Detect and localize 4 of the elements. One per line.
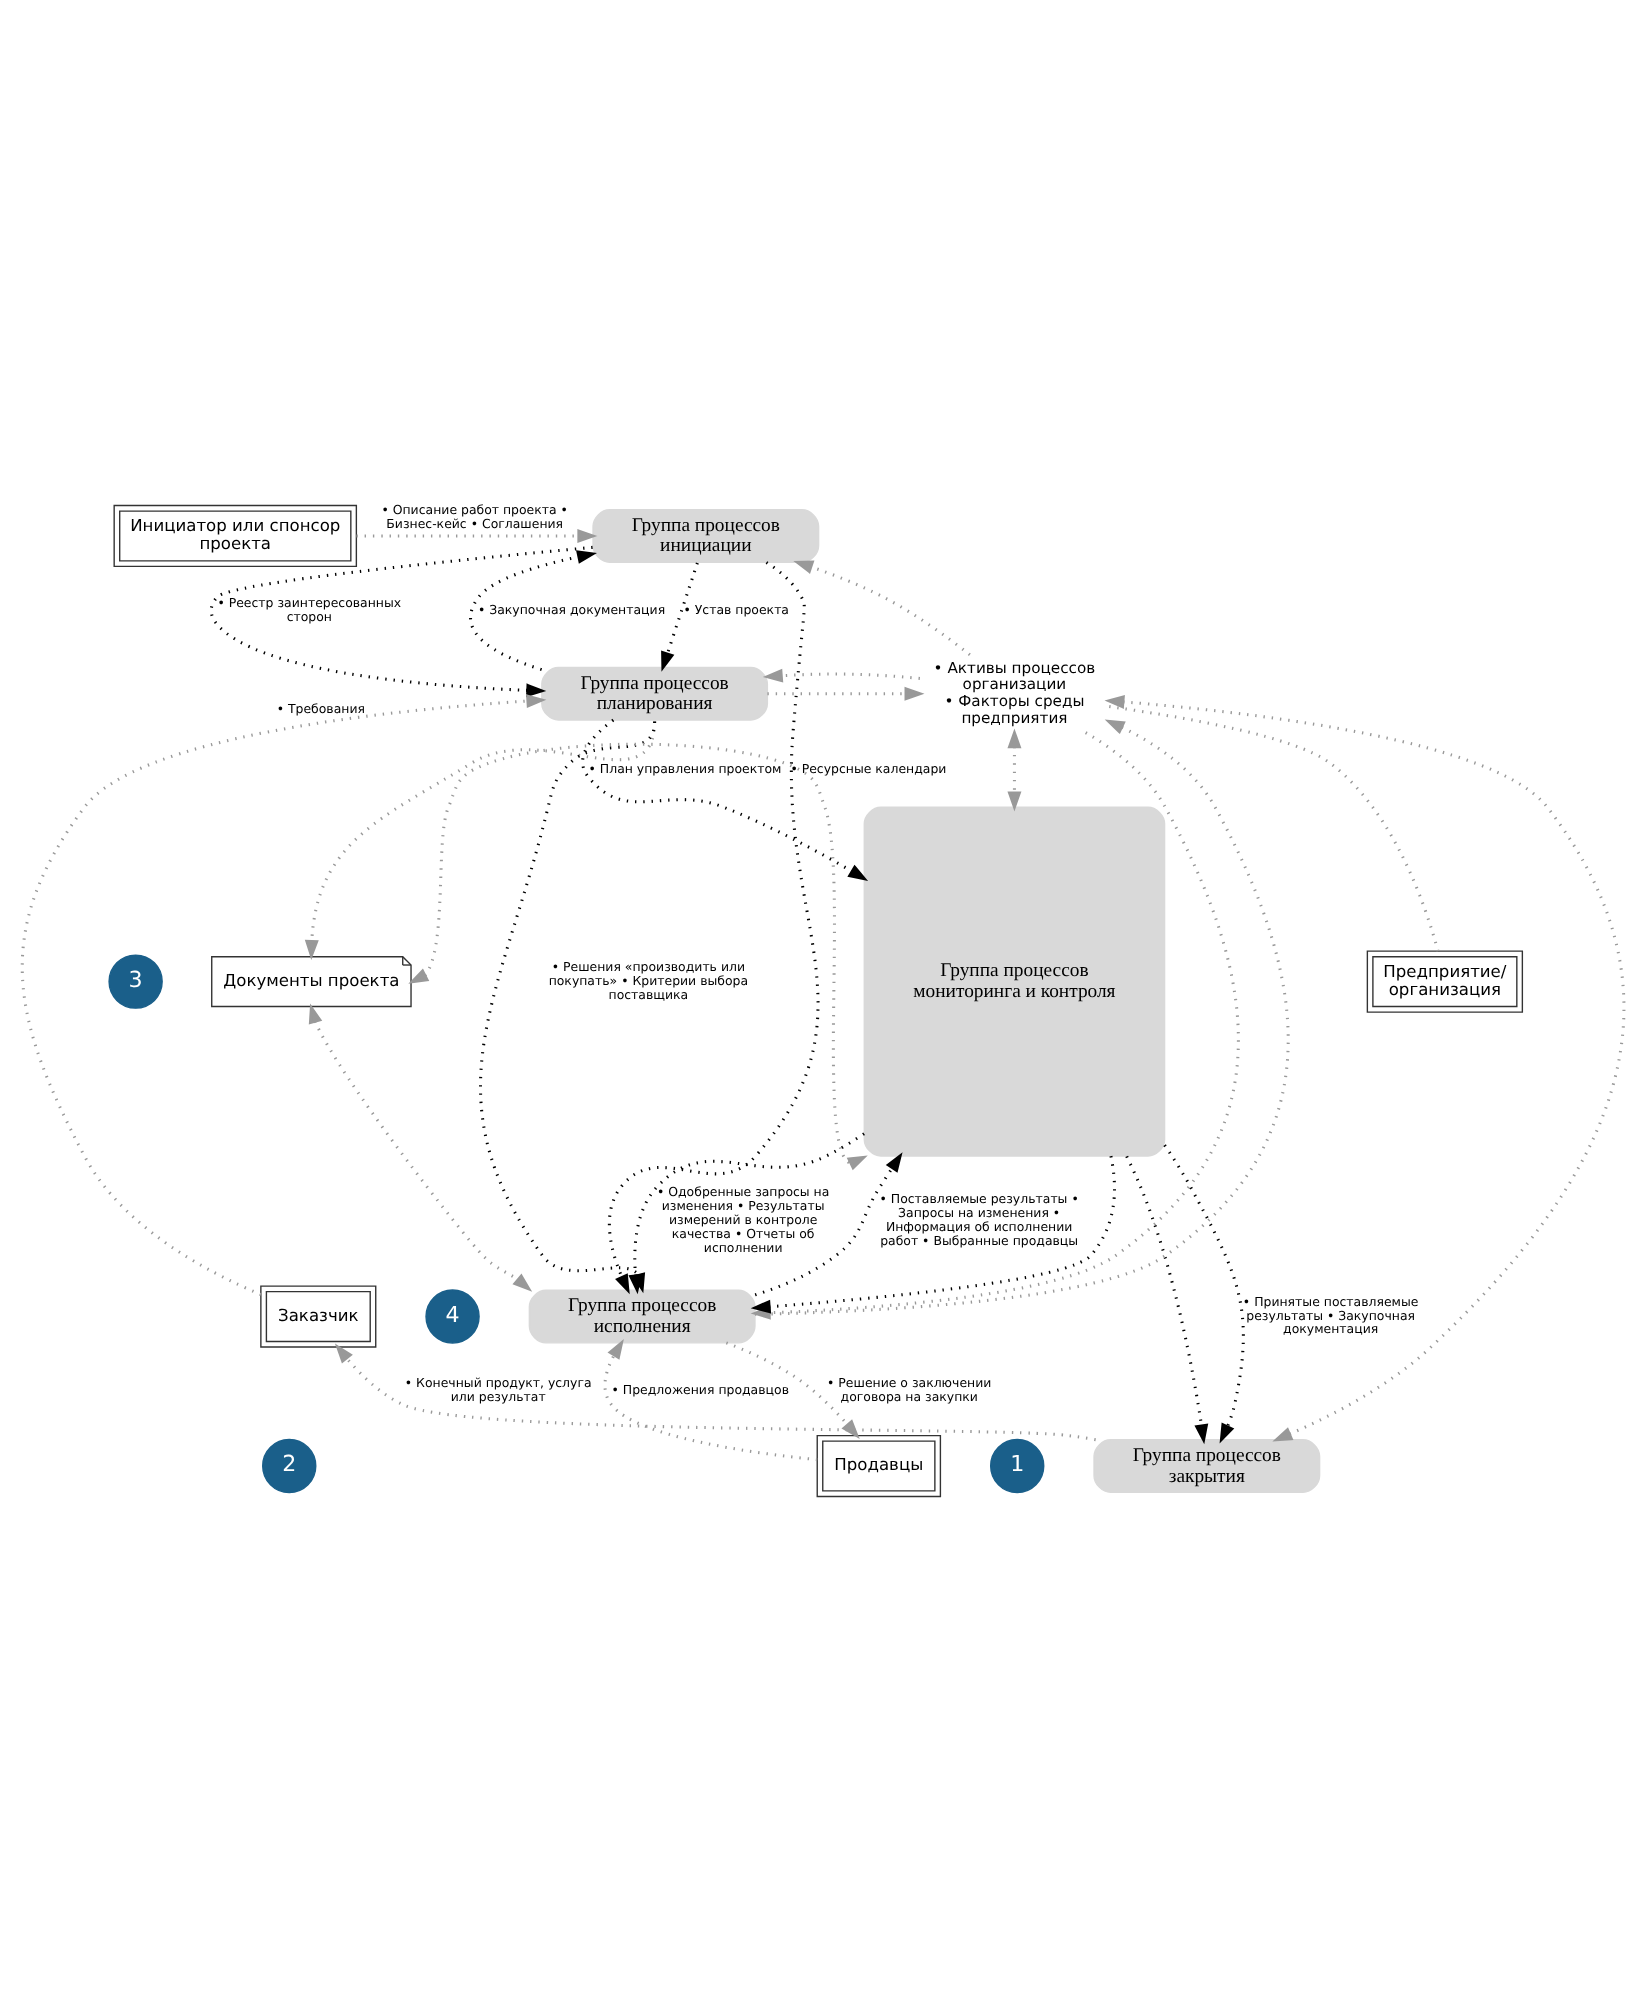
- label: 2: [282, 1450, 297, 1477]
- label: 3: [128, 965, 143, 992]
- label: 4: [445, 1300, 460, 1327]
- label: 1: [1010, 1450, 1025, 1477]
